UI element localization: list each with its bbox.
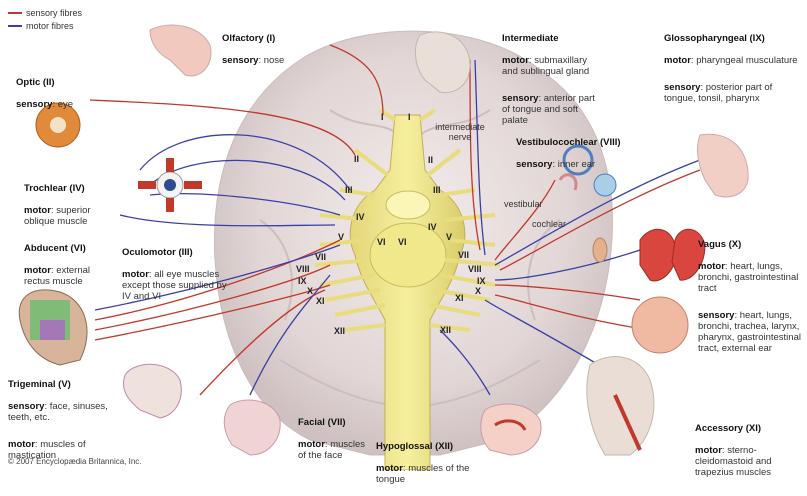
olfactory-label: Olfactory (I) sensory: nose — [222, 22, 332, 77]
roman-IX-left: IX — [298, 276, 307, 286]
facial-title: Facial (VII) — [298, 417, 368, 428]
oculomotor-key: motor — [122, 269, 149, 280]
roman-IV-left: IV — [356, 212, 365, 222]
roman-III-left: III — [345, 185, 353, 195]
neck-illustration — [587, 357, 654, 455]
olfactory-value: nose — [264, 55, 285, 66]
abducent-label: Abducent (VI) motor: external rectus mus… — [24, 232, 114, 298]
vagus-title: Vagus (X) — [698, 239, 802, 250]
roman-VII-right: VII — [458, 250, 469, 260]
trochlear-key: motor — [24, 205, 51, 216]
hypoglossal-key: motor — [376, 463, 403, 474]
hypoglossal-title: Hypoglossal (XII) — [376, 441, 486, 452]
oculomotor-title: Oculomotor (III) — [122, 247, 227, 258]
glossopharyngeal-key-2: sensory — [664, 82, 700, 93]
roman-XI-left: XI — [316, 296, 325, 306]
olfactory-key: sensory — [222, 55, 258, 66]
trochlear-title: Trochlear (IV) — [24, 183, 120, 194]
face-head-illustration — [19, 290, 87, 365]
vestibulocochlear-label: Vestibulocochlear (VIII) sensory: inner … — [516, 126, 656, 181]
hypoglossal-label: Hypoglossal (XII) motor: muscles of the … — [376, 430, 486, 496]
roman-X-right: X — [475, 286, 481, 296]
cranial-nerves-diagram: sensory fibres motor fibres — [0, 0, 807, 470]
roman-IX-right: IX — [477, 276, 486, 286]
glossopharyngeal-label: Glossopharyngeal (IX) motor: pharyngeal … — [664, 22, 802, 115]
vestibulocochlear-value: inner ear — [558, 159, 596, 170]
accessory-label: Accessory (XI) motor: sterno-cleidomasto… — [695, 412, 803, 489]
cochlear-label: cochlear — [532, 219, 566, 229]
trigeminal-key-1: sensory — [8, 401, 44, 412]
roman-II-left: II — [354, 154, 359, 164]
roman-IV-right: IV — [428, 222, 437, 232]
trigeminal-title: Trigeminal (V) — [8, 379, 118, 390]
glossopharyngeal-value-1: pharyngeal musculature — [696, 55, 797, 66]
trochlear-label: Trochlear (IV) motor: superior oblique m… — [24, 172, 120, 238]
vestibulocochlear-key: sensory — [516, 159, 552, 170]
intermediate-key-2: sensory — [502, 93, 538, 104]
vagus-key-2: sensory — [698, 310, 734, 321]
roman-VIII-right: VIII — [468, 264, 482, 274]
tongue-illustration — [481, 404, 541, 455]
olfactory-title: Olfactory (I) — [222, 33, 332, 44]
optic-label: Optic (II) sensory: eye — [16, 66, 126, 121]
roman-V-left: V — [338, 232, 344, 242]
vagus-key-1: motor — [698, 261, 725, 272]
intermediate-title: Intermediate — [502, 33, 602, 44]
roman-X-left: X — [307, 286, 313, 296]
roman-VI-right: VI — [398, 237, 407, 247]
roman-III-right: III — [433, 185, 441, 195]
accessory-key: motor — [695, 445, 722, 456]
roman-XI-right: XI — [455, 293, 464, 303]
nose-illustration — [150, 25, 211, 76]
facial-key: motor — [298, 439, 325, 450]
optic-value: eye — [58, 99, 73, 110]
roman-VIII-left: VIII — [296, 264, 310, 274]
optic-key: sensory — [16, 99, 52, 110]
accessory-title: Accessory (XI) — [695, 423, 803, 434]
intermediate-label: Intermediate motor: submaxillary and sub… — [502, 22, 602, 137]
facial-label: Facial (VII) motor: muscles of the face — [298, 406, 368, 472]
intermediate-key-1: motor — [502, 55, 529, 66]
roman-I-right: I — [408, 112, 411, 122]
abducent-key: motor — [24, 265, 51, 276]
trigeminal-key-2: motor — [8, 439, 35, 450]
vagus-label: Vagus (X) motor: heart, lungs, bronchi, … — [698, 228, 802, 365]
oculomotor-label: Oculomotor (III) motor: all eye muscles … — [122, 236, 227, 313]
copyright: © 2007 Encyclopædia Britannica, Inc. — [8, 457, 142, 466]
roman-V-right: V — [446, 232, 452, 242]
abducent-title: Abducent (VI) — [24, 243, 114, 254]
roman-VI-left: VI — [377, 237, 386, 247]
roman-I-left: I — [381, 112, 384, 122]
vestibular-label: vestibular — [504, 199, 543, 209]
glossopharyngeal-key-1: motor — [664, 55, 691, 66]
optic-title: Optic (II) — [16, 77, 126, 88]
intermediate-nerve-label: intermediate nerve — [430, 122, 490, 142]
eye-muscles-illustration — [138, 158, 202, 212]
roman-II-right: II — [428, 155, 433, 165]
roman-XII-right: XII — [440, 325, 451, 335]
roman-VII-left: VII — [315, 252, 326, 262]
roman-XII-left: XII — [334, 326, 345, 336]
vestibulocochlear-title: Vestibulocochlear (VIII) — [516, 137, 656, 148]
glossopharyngeal-title: Glossopharyngeal (IX) — [664, 33, 802, 44]
